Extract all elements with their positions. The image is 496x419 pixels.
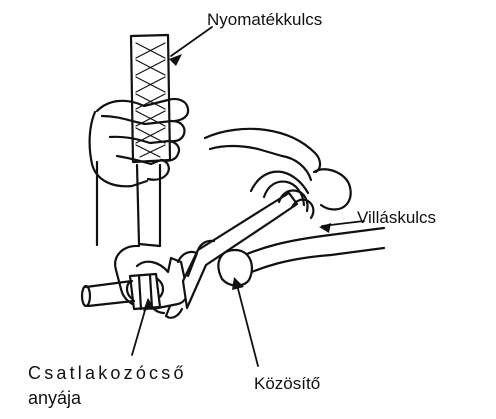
label-nut-line-2: anyája: [28, 389, 81, 407]
label-torque-wrench: Nyomatékkulcs: [207, 11, 322, 28]
label-common-part: Közösítő: [254, 375, 320, 392]
label-open-wrench: Villáskulcs: [357, 209, 436, 226]
flare-nut: [130, 274, 160, 309]
label-nut-line-1: Csatlakozócső: [28, 364, 187, 382]
